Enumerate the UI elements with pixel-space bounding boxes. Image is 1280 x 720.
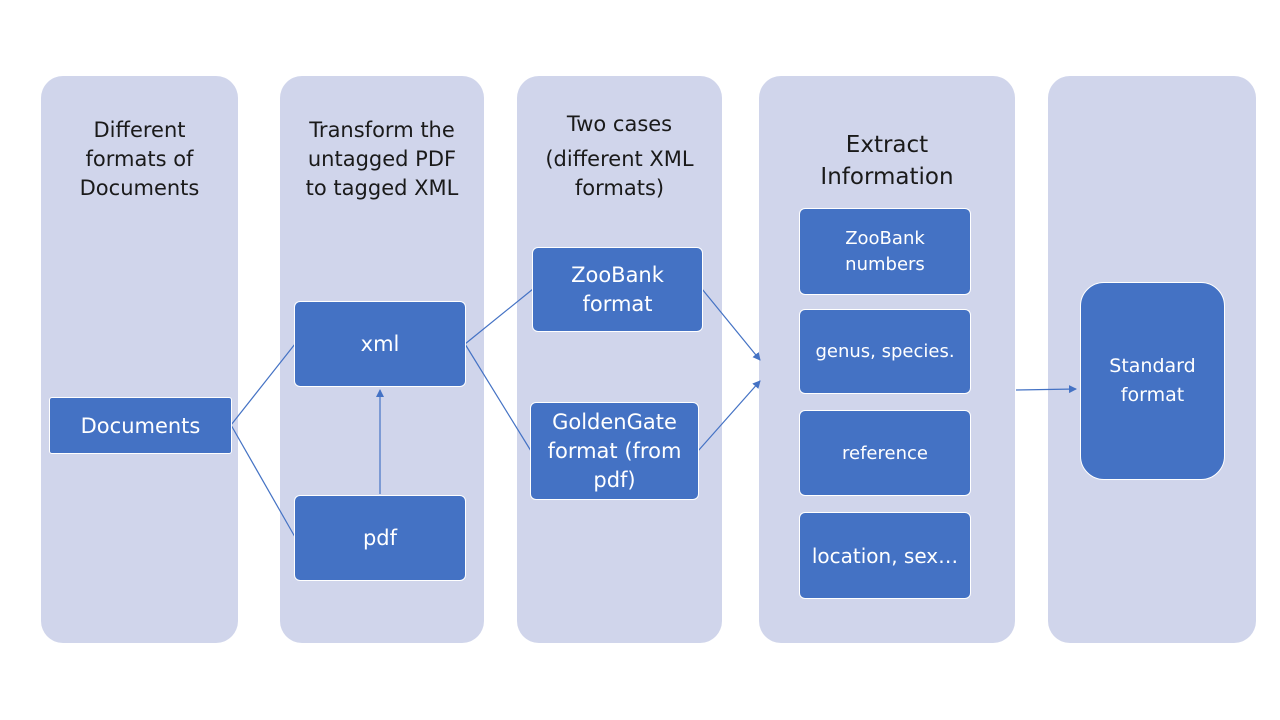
connector-xml-zoobank xyxy=(464,288,534,345)
column-cases-title: Two cases (different XML formats) xyxy=(545,112,694,200)
connector-goldengate-extract xyxy=(697,380,761,452)
reference-box: reference xyxy=(799,410,971,496)
column-transform-title: Transform the untagged PDF to tagged XML xyxy=(305,118,459,200)
connector-documents-xml xyxy=(230,343,296,426)
documents-box: Documents xyxy=(49,397,232,454)
connector-xml-goldengate xyxy=(464,343,532,452)
goldengate-format-box: GoldenGate format (from pdf) xyxy=(530,402,699,500)
genus-species-box: genus, species. xyxy=(799,309,971,394)
zoobank-numbers-box: ZooBank numbers xyxy=(799,208,971,295)
connector-zoobank-extract xyxy=(701,288,761,361)
connector-extract-standard xyxy=(1015,385,1077,394)
zoobank-format-box: ZooBank format xyxy=(532,247,703,332)
column-documents-title: Different formats of Documents xyxy=(79,118,200,200)
column-cases: Two cases (different XML formats) xyxy=(517,76,722,643)
column-extract-title: Extract Information xyxy=(820,132,954,190)
pdf-box: pdf xyxy=(294,495,466,581)
standard-format-box: Standard format xyxy=(1080,282,1225,480)
column-documents: Different formats of Documents xyxy=(41,76,238,643)
xml-box: xml xyxy=(294,301,466,387)
location-sex-box: location, sex… xyxy=(799,512,971,599)
connector-documents-pdf xyxy=(230,424,296,538)
